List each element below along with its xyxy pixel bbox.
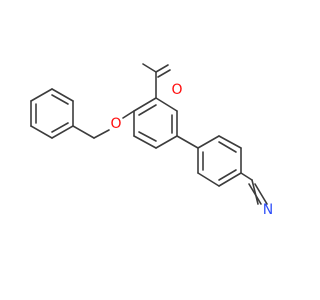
bond (51, 88, 74, 102)
bond-biaryl (176, 135, 199, 149)
bond (197, 172, 220, 187)
bond (30, 125, 53, 139)
bond-c-o-double (155, 64, 169, 73)
double-bond-inner (218, 141, 237, 153)
bond (155, 135, 178, 149)
bond (218, 172, 242, 187)
bond-ring-cn (240, 172, 253, 181)
bond (51, 125, 74, 139)
bond-ring-ch2 (72, 125, 95, 139)
bond (155, 97, 178, 112)
bond (197, 135, 220, 149)
central-benzene-ring (133, 97, 178, 149)
bond (30, 88, 53, 102)
double-bond-inner (138, 131, 157, 142)
bond (133, 97, 157, 112)
molecule-structure-diagram: O O N (30, 63, 273, 218)
atom-label-ether-oxygen: O (110, 116, 121, 132)
double-bond-inner (138, 104, 157, 116)
bond-cho-h (142, 63, 157, 73)
double-bond-inner (51, 94, 69, 105)
bond-triple-2 (248, 183, 262, 205)
bond (133, 135, 157, 149)
bond-c-o-double-second (157, 69, 171, 78)
benzyl-phenyl-ring (30, 88, 74, 139)
double-bond-inner (51, 122, 69, 133)
atom-label-nitrile-nitrogen: N (263, 202, 273, 218)
bond-triple-3 (254, 183, 268, 205)
bond-triple-1 (251, 179, 259, 205)
cyanophenyl-ring (197, 135, 242, 187)
bond-o-ring (122, 110, 135, 119)
double-bond-inner (218, 169, 237, 181)
bond (218, 135, 242, 149)
bond-ch2-o (93, 129, 110, 139)
atom-label-aldehyde-oxygen: O (171, 82, 182, 98)
